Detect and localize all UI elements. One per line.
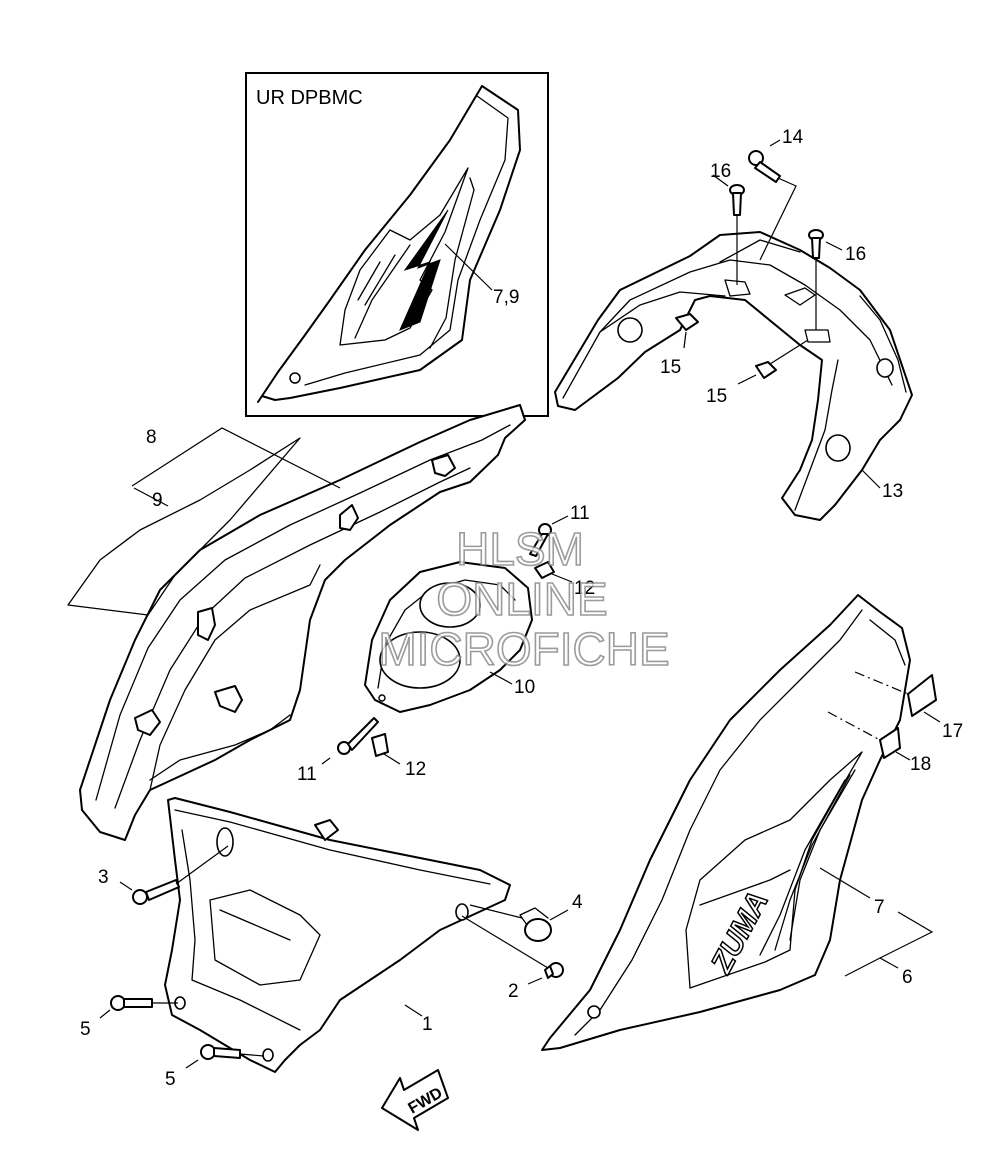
screw-3: 3 [98,845,229,905]
callout-7-9: 7,9 [493,287,519,308]
nut-12-upper: 12 [534,561,595,599]
watermark: HLSM ONLINE MICROFICHE [378,522,671,676]
callout-6: 6 [902,967,913,988]
callout-8: 8 [146,427,157,448]
callout-12-lower: 12 [405,759,426,780]
screw-16-right: 16 [808,229,866,330]
callout-15-lower: 15 [706,386,727,407]
screw-5-upper: 5 [80,995,178,1040]
callout-11-upper: 11 [570,503,590,524]
screw-16-left: 16 [710,161,745,285]
watermark-line-3: MICROFICHE [378,623,669,675]
callout-2: 2 [508,981,519,1002]
bolt-2: 2 [461,915,564,1002]
callout-10: 10 [514,677,535,698]
callout-12-upper: 12 [574,578,595,599]
callout-7: 7 [874,897,885,918]
screw-5-lower: 5 [165,1044,265,1090]
screw-11-upper: 11 [529,503,590,557]
part-10-center-panel: 10 [364,561,535,713]
grommet-4: 4 [469,892,583,942]
callout-16-left: 16 [710,161,731,182]
clip-15-lower: 15 [706,339,809,407]
callout-5-lower: 5 [165,1069,176,1090]
watermark-line-1: HLSM [456,523,584,575]
fasteners-center: 11 12 11 12 [297,503,595,785]
clip-15-upper: 15 [660,313,699,378]
screw-14: 14 [748,127,804,261]
callout-14: 14 [782,127,804,148]
callout-5-upper: 5 [80,1019,91,1040]
callout-15-upper: 15 [660,357,681,378]
part-6-side-cover: ZUMA 7 6 [541,594,934,1051]
inset-label: UR DPBMC [256,87,363,109]
part-8-side-cover: 8 9 [67,404,526,841]
fasteners-lower: 3 4 2 5 5 [80,845,583,1090]
callout-11-lower: 11 [297,764,317,785]
callout-13: 13 [882,481,903,502]
part-1-lower-cover: 1 [164,797,511,1073]
callout-1: 1 [422,1014,433,1035]
callout-18: 18 [910,754,931,775]
part-13-frame-cover: 13 [554,231,913,521]
callout-9: 9 [152,490,163,511]
callout-3: 3 [98,867,109,888]
nut-12-lower: 12 [371,733,426,780]
decals-17-18: 17 18 [827,671,963,775]
callout-16-right: 16 [845,244,866,265]
watermark-line-2: ONLINE [436,573,607,625]
inset-box: UR DPBMC 7,9 [245,72,549,417]
fwd-arrow: FWD [381,1069,449,1131]
screw-11-lower: 11 [297,717,379,785]
callout-4: 4 [572,892,583,913]
fasteners-rear: 14 16 16 15 15 [660,127,866,407]
callout-17: 17 [942,721,963,742]
